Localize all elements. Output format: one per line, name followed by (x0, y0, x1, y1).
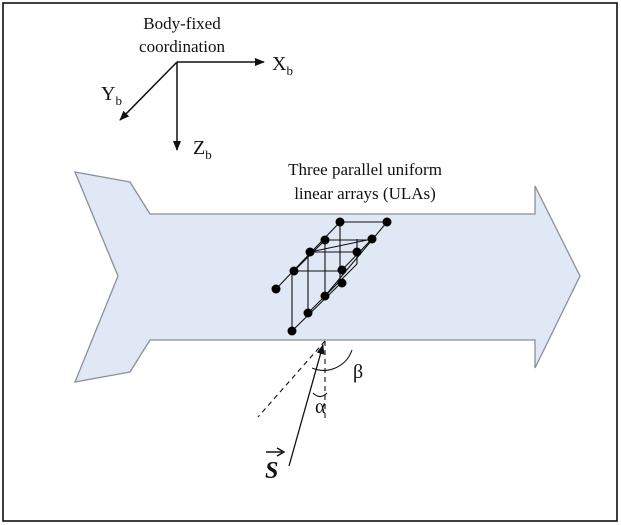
signal-vector-symbol: S (265, 447, 286, 484)
sensor-dot (303, 308, 313, 318)
sensor-dot (287, 326, 297, 336)
sensor-dot (352, 247, 362, 257)
signal-geometry (257, 340, 353, 467)
alpha-arc (312, 392, 328, 398)
y-axis-label: Yb (101, 83, 122, 108)
signal-direction-line (288, 344, 325, 467)
z-axis-label: Zb (193, 137, 212, 162)
sensor-dot (271, 284, 281, 294)
array-label-line1: Three parallel uniform (288, 160, 442, 179)
beta-label: β (353, 361, 363, 383)
sensor-dot (320, 291, 330, 301)
sensor-dot (337, 278, 347, 288)
sensor-dot (382, 217, 392, 227)
vehicle-arrow-shape (73, 171, 581, 383)
sensor-dot (320, 235, 330, 245)
x-axis-label: Xb (272, 53, 293, 78)
frame-title-line1: Body-fixed (143, 14, 221, 33)
y-axis-line (119, 61, 178, 121)
alpha-label: α (315, 396, 326, 418)
ula-sensors (271, 217, 392, 336)
array-label-line2: linear arrays (ULAs) (294, 184, 436, 203)
frame-title-line2: coordination (139, 37, 225, 56)
sensor-dot (289, 266, 299, 276)
sensor-dot (335, 217, 345, 227)
body-fixed-axes (119, 58, 265, 151)
sensor-dot (305, 247, 315, 257)
sensor-dot (337, 265, 347, 275)
sensor-dot (367, 234, 377, 244)
beta-arc (311, 349, 353, 371)
dashed-reference-left (257, 340, 326, 418)
signal-vector-label: S (265, 458, 278, 484)
